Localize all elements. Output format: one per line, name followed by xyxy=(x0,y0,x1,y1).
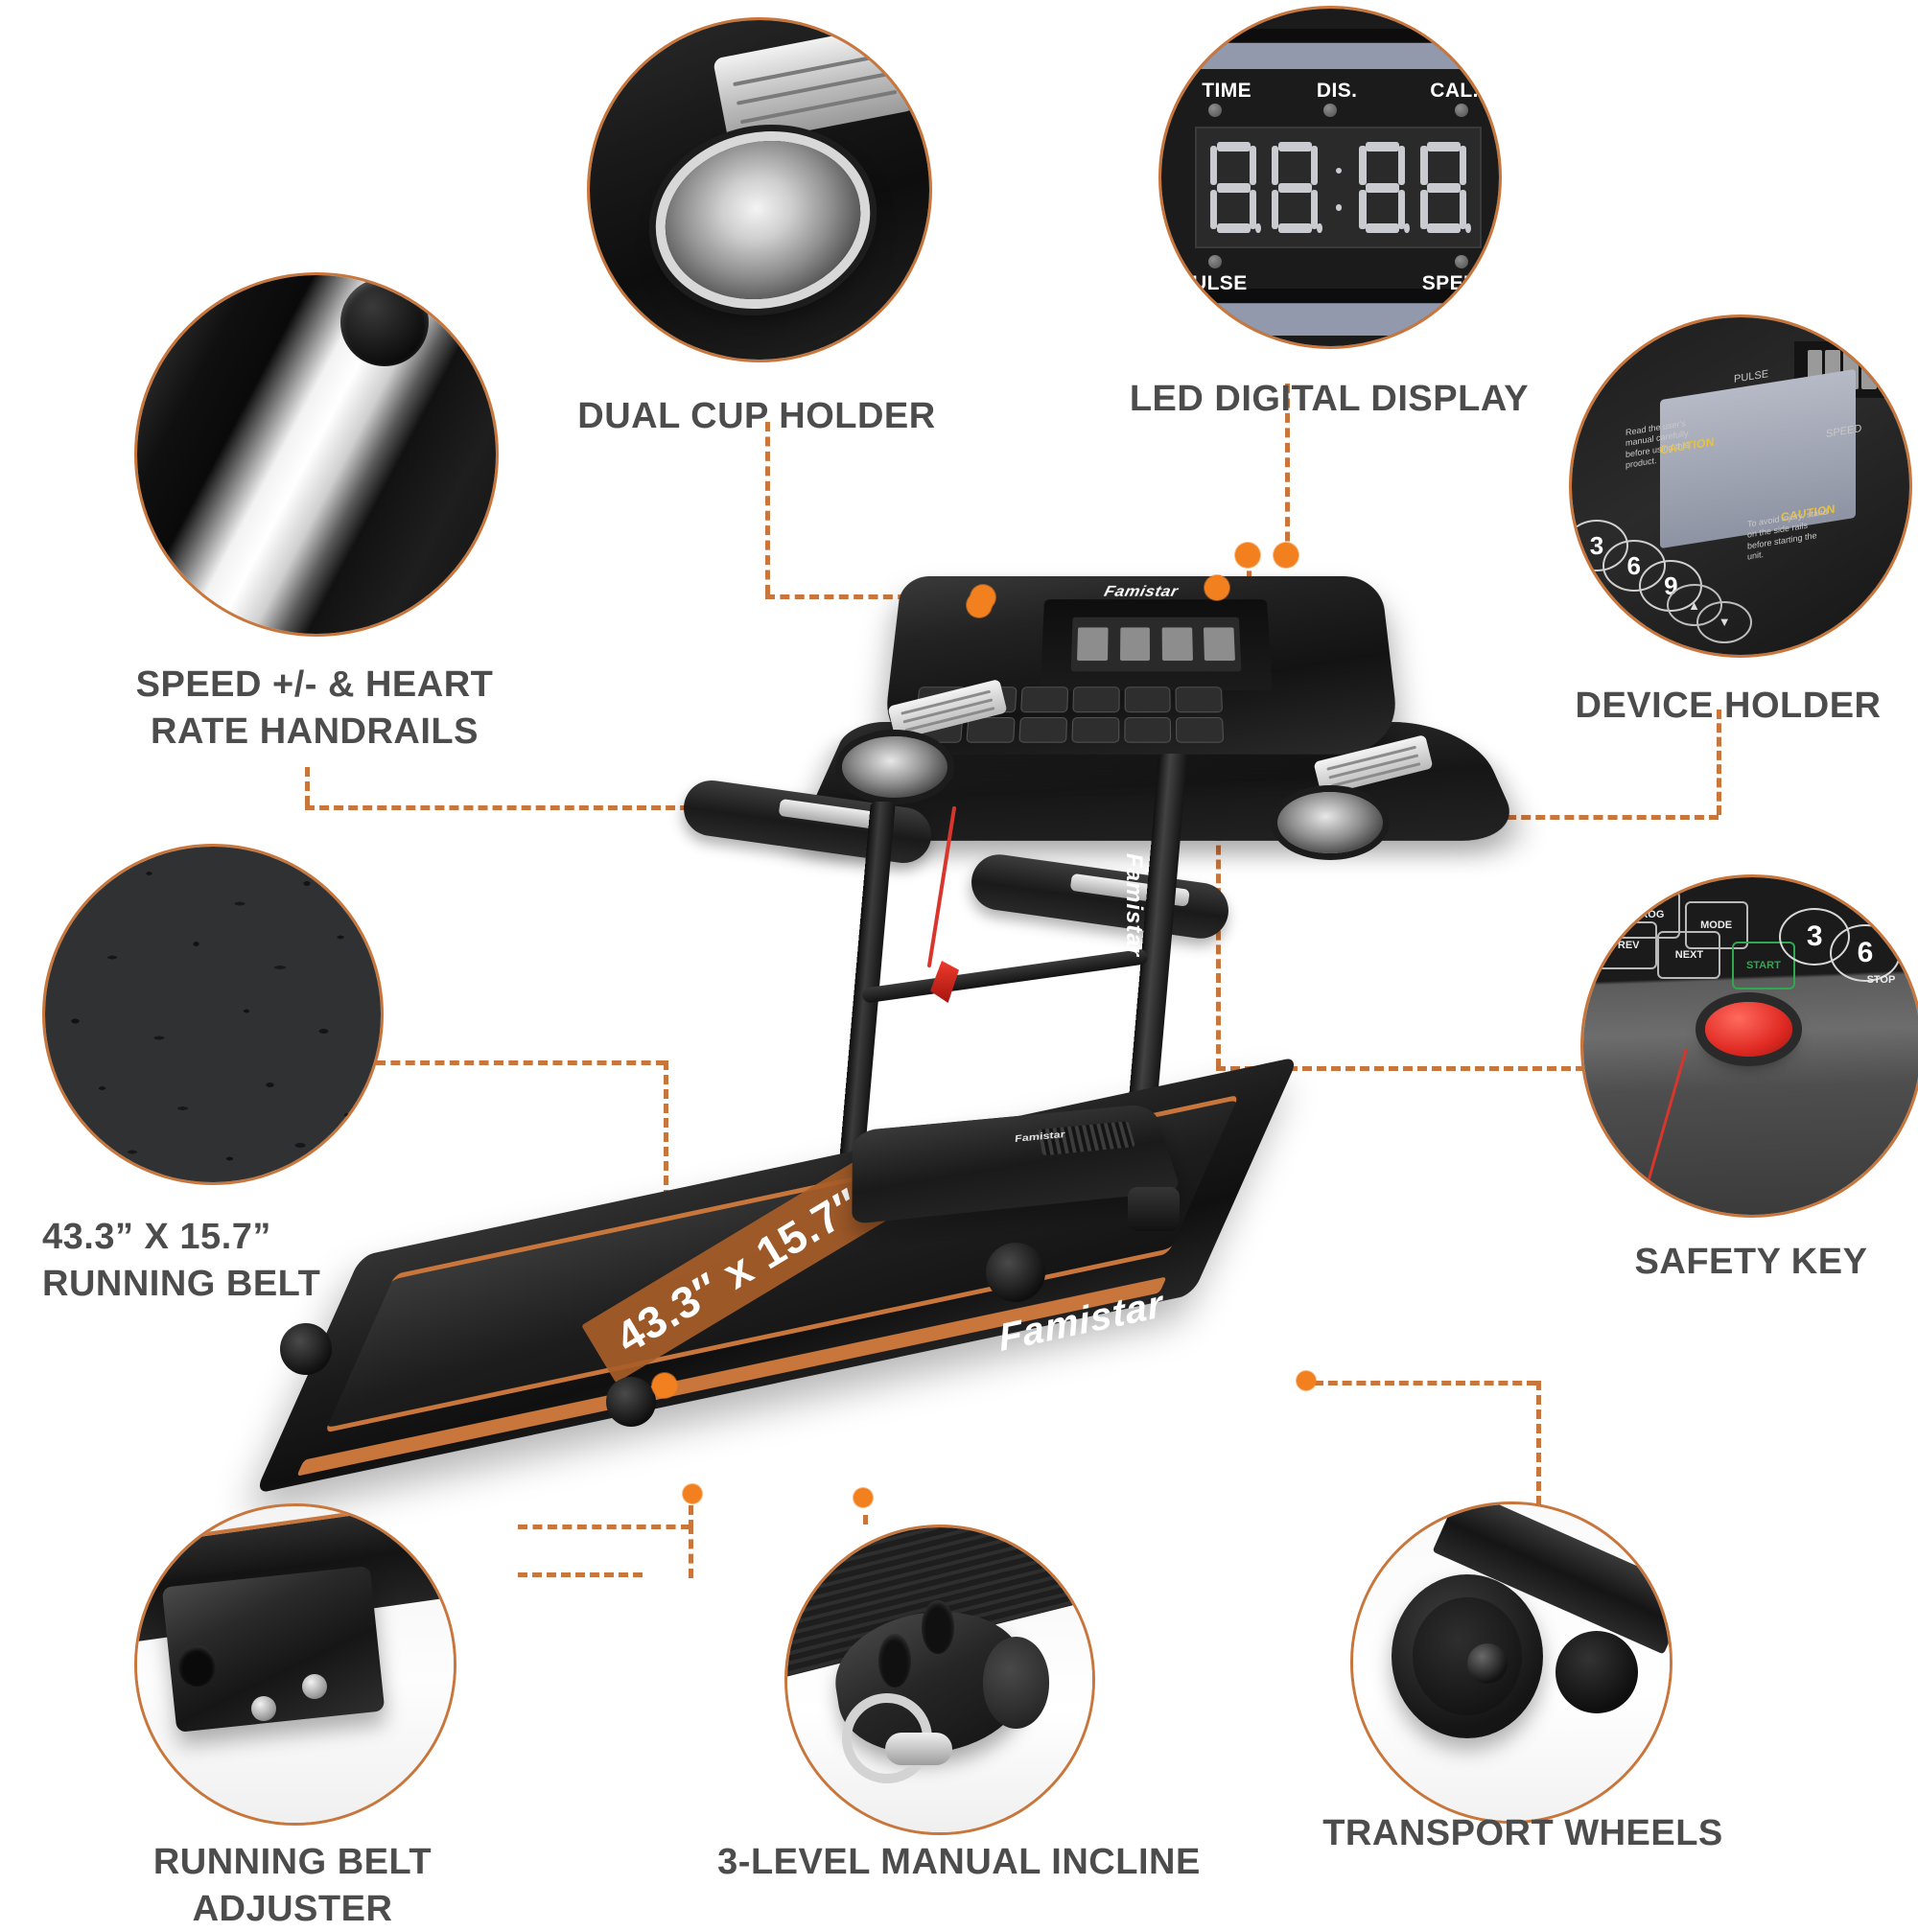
bubble-safety-key: PROG MODE PREV NEXT START 3 6 STOP xyxy=(1580,874,1918,1218)
dual-cup-holder-photo xyxy=(590,20,929,360)
manual-incline-photo xyxy=(787,1527,1092,1832)
bubble-manual-incline xyxy=(784,1525,1095,1835)
rear-foot xyxy=(1128,1187,1180,1231)
deck-mid-wheel xyxy=(606,1377,656,1427)
anchor-dot-belt-adjuster xyxy=(683,1484,702,1503)
anchor-dot-incline xyxy=(854,1488,873,1507)
speed-handrails-photo xyxy=(137,275,496,634)
running-belt-photo xyxy=(45,847,381,1182)
anchor-dot-device-holder xyxy=(1235,543,1260,568)
bubble-device-holder: PULSE SPEED CAUTION Read the user's manu… xyxy=(1569,314,1912,658)
right-cup-holder xyxy=(1277,792,1383,853)
bubble-running-belt xyxy=(42,844,384,1185)
console-brand-text: Famistar xyxy=(1102,583,1180,600)
safety-key-button[interactable] xyxy=(1705,1002,1793,1056)
bubble-transport-wheels xyxy=(1350,1501,1672,1824)
deck-front-wheel xyxy=(280,1323,332,1375)
label-speed-handrails: SPEED +/- & HEART RATE HANDRAILS xyxy=(67,662,562,755)
safety-key-photo: PROG MODE PREV NEXT START 3 6 STOP xyxy=(1583,877,1918,1215)
console-unit: Famistar xyxy=(881,576,1402,755)
label-device-holder: DEVICE HOLDER xyxy=(1538,683,1918,730)
anchor-dot-running-belt xyxy=(652,1373,677,1398)
post-brand-text: Famistar xyxy=(1120,853,1147,957)
safety-key-clip xyxy=(930,961,959,1003)
connector-belt-adjuster-v xyxy=(689,1525,693,1578)
bubble-belt-adjuster xyxy=(134,1503,456,1826)
label-dual-cup-holder: DUAL CUP HOLDER xyxy=(543,393,971,440)
treadmill-illustration: Famistar Famistar 43.3″ x 1 xyxy=(537,566,1563,1409)
bubble-led-display: TIME DIS. CAL. PULSE SPEED xyxy=(1158,6,1502,349)
anchor-dot-transport-wheel xyxy=(1297,1371,1316,1390)
anchor-dot-cup-holder xyxy=(971,585,995,610)
console-lcd xyxy=(1071,617,1242,672)
led-label-pulse: PULSE xyxy=(1179,272,1248,295)
bubble-speed-handrails xyxy=(134,272,499,637)
led-label-cal: CAL. xyxy=(1430,80,1479,103)
label-safety-key: SAFETY KEY xyxy=(1584,1239,1918,1286)
frame-crossbar xyxy=(861,948,1148,1004)
anchor-dot-safety-key xyxy=(1205,575,1229,600)
label-running-belt: 43.3” X 15.7” RUNNING BELT xyxy=(42,1214,378,1307)
left-cup-holder xyxy=(842,736,947,798)
speed-down-button[interactable]: ▼ xyxy=(1696,601,1752,643)
anchor-dot-led-display xyxy=(1274,543,1298,568)
right-handrail xyxy=(968,850,1231,942)
label-manual-incline: 3-LEVEL MANUAL INCLINE xyxy=(710,1839,1208,1886)
transport-wheel xyxy=(986,1243,1045,1302)
label-transport-wheels: TRANSPORT WHEELS xyxy=(1322,1810,1724,1857)
label-led-display: LED DIGITAL DISPLAY xyxy=(1063,376,1596,423)
belt-adjuster-photo xyxy=(137,1506,454,1823)
prev-button[interactable]: PREV xyxy=(1594,921,1657,969)
bubble-dual-cup-holder xyxy=(587,17,932,362)
led-label-speed: SPEED xyxy=(1422,272,1492,295)
connector-belt-adjuster-h xyxy=(518,1572,643,1577)
console-screen xyxy=(1041,599,1273,690)
led-label-dis: DIS. xyxy=(1317,80,1357,103)
next-button[interactable]: NEXT xyxy=(1657,931,1720,979)
transport-wheels-photo xyxy=(1353,1504,1670,1821)
led-readout xyxy=(1195,127,1482,248)
led-label-time: TIME xyxy=(1202,80,1251,103)
connector-speed-handrails-v xyxy=(305,767,310,805)
stop-button[interactable]: STOP xyxy=(1851,958,1910,1002)
led-display-photo: TIME DIS. CAL. PULSE SPEED xyxy=(1161,9,1499,346)
deck-model-text: W500C xyxy=(1274,1243,1376,1295)
device-holder-photo: PULSE SPEED CAUTION Read the user's manu… xyxy=(1572,317,1909,655)
label-belt-adjuster: RUNNING BELT ADJUSTER xyxy=(58,1839,527,1932)
safety-key-lanyard xyxy=(1644,1049,1689,1196)
connector-belt-adjuster-h2 xyxy=(518,1525,690,1529)
